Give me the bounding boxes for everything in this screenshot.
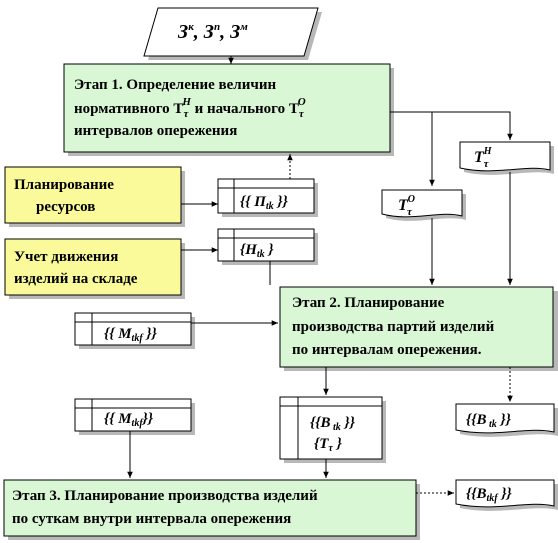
store-p-open: {{ П (240, 194, 267, 210)
stage3-line1: Этап 3. Планирование производства издели… (12, 488, 318, 504)
svg-text:{{B tk }}: {{B tk }} (466, 412, 512, 430)
doc-btf-open: {{B (466, 486, 486, 502)
store-m2-close: }} (142, 411, 154, 427)
arrow-stage1-to-tau-o (390, 111, 435, 186)
store-m2-sub: tkf (132, 418, 145, 429)
input-sup-1: к (188, 21, 194, 33)
resource-planning-line1: Планирование (14, 177, 114, 193)
stage3-line2: по суткам внутри интервала опережения (12, 511, 291, 527)
doc-tau-o-sub: τ (407, 206, 413, 218)
input-text-2: , З (193, 21, 214, 43)
resource-planning-box: Планирование ресурсов (4, 166, 185, 227)
store-p: {{ Пtk }} (217, 178, 318, 217)
stage1-line2b: и начального T (191, 101, 299, 117)
svg-text:THτ: THτ (474, 146, 493, 170)
stage1-sup-h: H (181, 96, 191, 108)
store-h-close: } (265, 242, 275, 258)
doc-b-sub: tk (486, 419, 496, 430)
doc-tau-o-sup: O (408, 194, 415, 205)
input-sup-2: п (214, 21, 220, 33)
store-b: {{B tk }} {Tτ } (279, 396, 386, 463)
input-text-1: З (177, 21, 188, 43)
svg-text:нормативного TτH и начального: нормативного TτH и начального TτO (74, 96, 306, 120)
svg-text:{Htk }: {Htk } (240, 242, 274, 260)
store-b-l2-sub: τ (328, 443, 333, 454)
stage2-line2: производства партий изделий (292, 319, 495, 335)
store-m1-sub: tkf (132, 333, 145, 344)
arrow-stage1-to-tau-h (432, 111, 513, 140)
stage1-line1: Этап 1. Определение величин (74, 77, 276, 93)
store-b-l1-close: }} (341, 415, 356, 431)
stage2-box: Этап 2. Планирование производства партий… (279, 286, 558, 371)
stage1-box: Этап 1. Определение величин нормативного… (63, 63, 394, 156)
svg-text:{{ Mtkf }}: {{ Mtkf }} (104, 326, 158, 344)
inventory-line1: Учет движения (14, 249, 118, 265)
input-parallelogram: Зк, Зп, Зм (143, 7, 322, 60)
store-p-close: }} (274, 194, 289, 210)
svg-text:{{B tk }}: {{B tk }} (310, 415, 356, 433)
store-m1-close: }} (143, 326, 158, 342)
store-h: {Htk } (217, 228, 318, 265)
svg-text:Зк, Зп, Зм: Зк, Зп, Зм (177, 21, 248, 43)
doc-btf-sub: tkf (486, 493, 499, 504)
stage1-line3: интервалов опережения (74, 123, 237, 139)
store-b-l2-close: } (333, 436, 343, 452)
doc-tau-h-sup: H (483, 146, 493, 157)
svg-text:{{Btkf }}: {{Btkf }} (466, 486, 513, 504)
doc-b-close: }} (497, 412, 512, 428)
stage1-line2a: нормативного T (74, 101, 183, 117)
store-b-l1-sub: tk (330, 422, 340, 433)
store-b-l1-open: {{B (310, 415, 330, 431)
doc-btf: {{Btkf }} (455, 479, 558, 511)
inventory-line2: изделий на складе (14, 271, 138, 287)
store-m1: {{ Mtkf }} (74, 312, 195, 349)
svg-text:{{ Пtk }}: {{ Пtk }} (240, 194, 289, 212)
input-sup-3: м (239, 21, 248, 33)
doc-b-open: {{B (466, 412, 486, 428)
doc-tau-h-base: T (474, 149, 485, 166)
store-m1-open: {{ M (104, 326, 132, 342)
svg-text:TOτ: TOτ (398, 194, 415, 218)
input-text-3: , З (219, 21, 240, 43)
stage2-line3: по интервалам опережения. (292, 342, 482, 358)
inventory-tracking-box: Учет движения изделий на складе (4, 238, 185, 299)
doc-b: {{B tk }} (455, 403, 558, 437)
svg-text:{{ Mtkf}}: {{ Mtkf}} (104, 411, 154, 429)
stage1-sup-o: O (298, 96, 306, 108)
doc-btf-close: }} (498, 486, 513, 502)
store-h-open: {H (240, 242, 258, 258)
store-b-l2-open: {T (314, 436, 329, 452)
svg-text:{Tτ }: {Tτ } (314, 436, 343, 454)
doc-tau-o-base: T (398, 197, 409, 214)
store-m2-open: {{ M (104, 411, 132, 427)
store-h-sub: tk (257, 249, 265, 260)
store-p-sub: tk (266, 201, 274, 212)
doc-tau-h-sub: τ (484, 158, 490, 170)
stage2-line1: Этап 2. Планирование (292, 295, 445, 311)
store-m2: {{ Mtkf}} (74, 398, 195, 435)
stage1-sub-tau1: τ (183, 108, 189, 120)
resource-planning-line2: ресурсов (36, 199, 95, 215)
stage3-box: Этап 3. Планирование производства издели… (3, 479, 420, 540)
stage1-sub-tau2: τ (299, 108, 305, 120)
